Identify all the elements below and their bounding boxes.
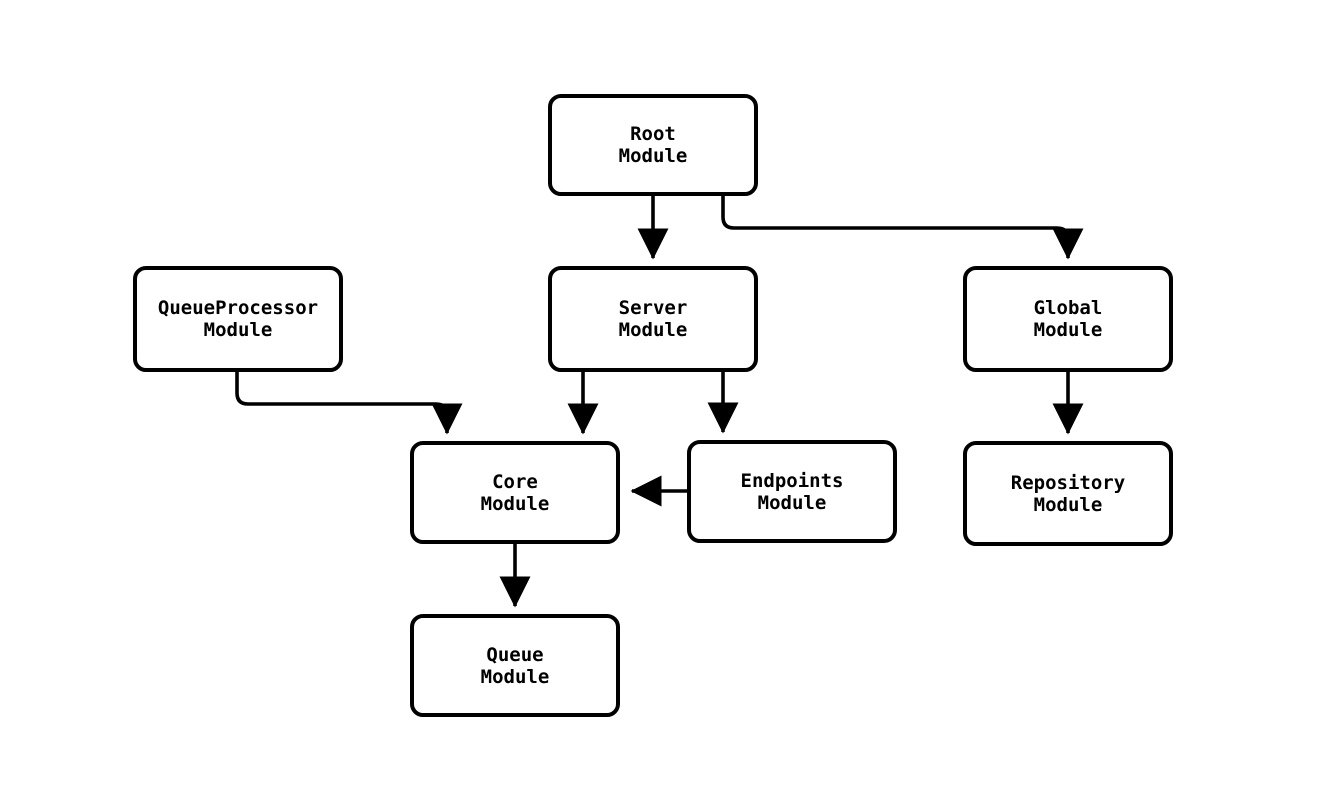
node-queueprocessor-module-subtitle: Module — [203, 319, 273, 341]
node-core-module-subtitle: Module — [480, 492, 550, 515]
node-repository-module[interactable]: Repository Module — [963, 441, 1173, 546]
node-queueprocessor-module[interactable]: QueueProcessor Module — [133, 266, 343, 372]
node-server-module-subtitle: Module — [618, 319, 688, 341]
node-global-module-title: Global — [1033, 297, 1103, 319]
edge-root-to-global — [721, 196, 1084, 260]
node-queueprocessor-module-title: QueueProcessor — [157, 297, 319, 319]
node-server-module[interactable]: Server Module — [548, 266, 758, 372]
node-root-module-subtitle: Module — [618, 145, 688, 167]
node-root-module[interactable]: Root Module — [548, 94, 758, 196]
node-queue-module[interactable]: Queue Module — [410, 614, 620, 717]
node-endpoints-module-title: Endpoints — [740, 469, 844, 492]
node-core-module-title: Core — [492, 470, 538, 493]
node-repository-module-subtitle: Module — [1033, 493, 1103, 516]
node-core-module[interactable]: Core Module — [410, 441, 620, 544]
node-global-module[interactable]: Global Module — [963, 266, 1173, 372]
edge-queueprocessor-to-core — [235, 372, 463, 435]
node-queue-module-title: Queue — [486, 643, 544, 666]
node-repository-module-title: Repository — [1010, 471, 1126, 494]
node-root-module-title: Root — [630, 123, 676, 145]
node-server-module-title: Server — [618, 297, 688, 319]
node-endpoints-module[interactable]: Endpoints Module — [687, 440, 897, 543]
node-endpoints-module-subtitle: Module — [757, 491, 827, 514]
node-queue-module-subtitle: Module — [480, 665, 550, 688]
node-global-module-subtitle: Module — [1033, 319, 1103, 341]
